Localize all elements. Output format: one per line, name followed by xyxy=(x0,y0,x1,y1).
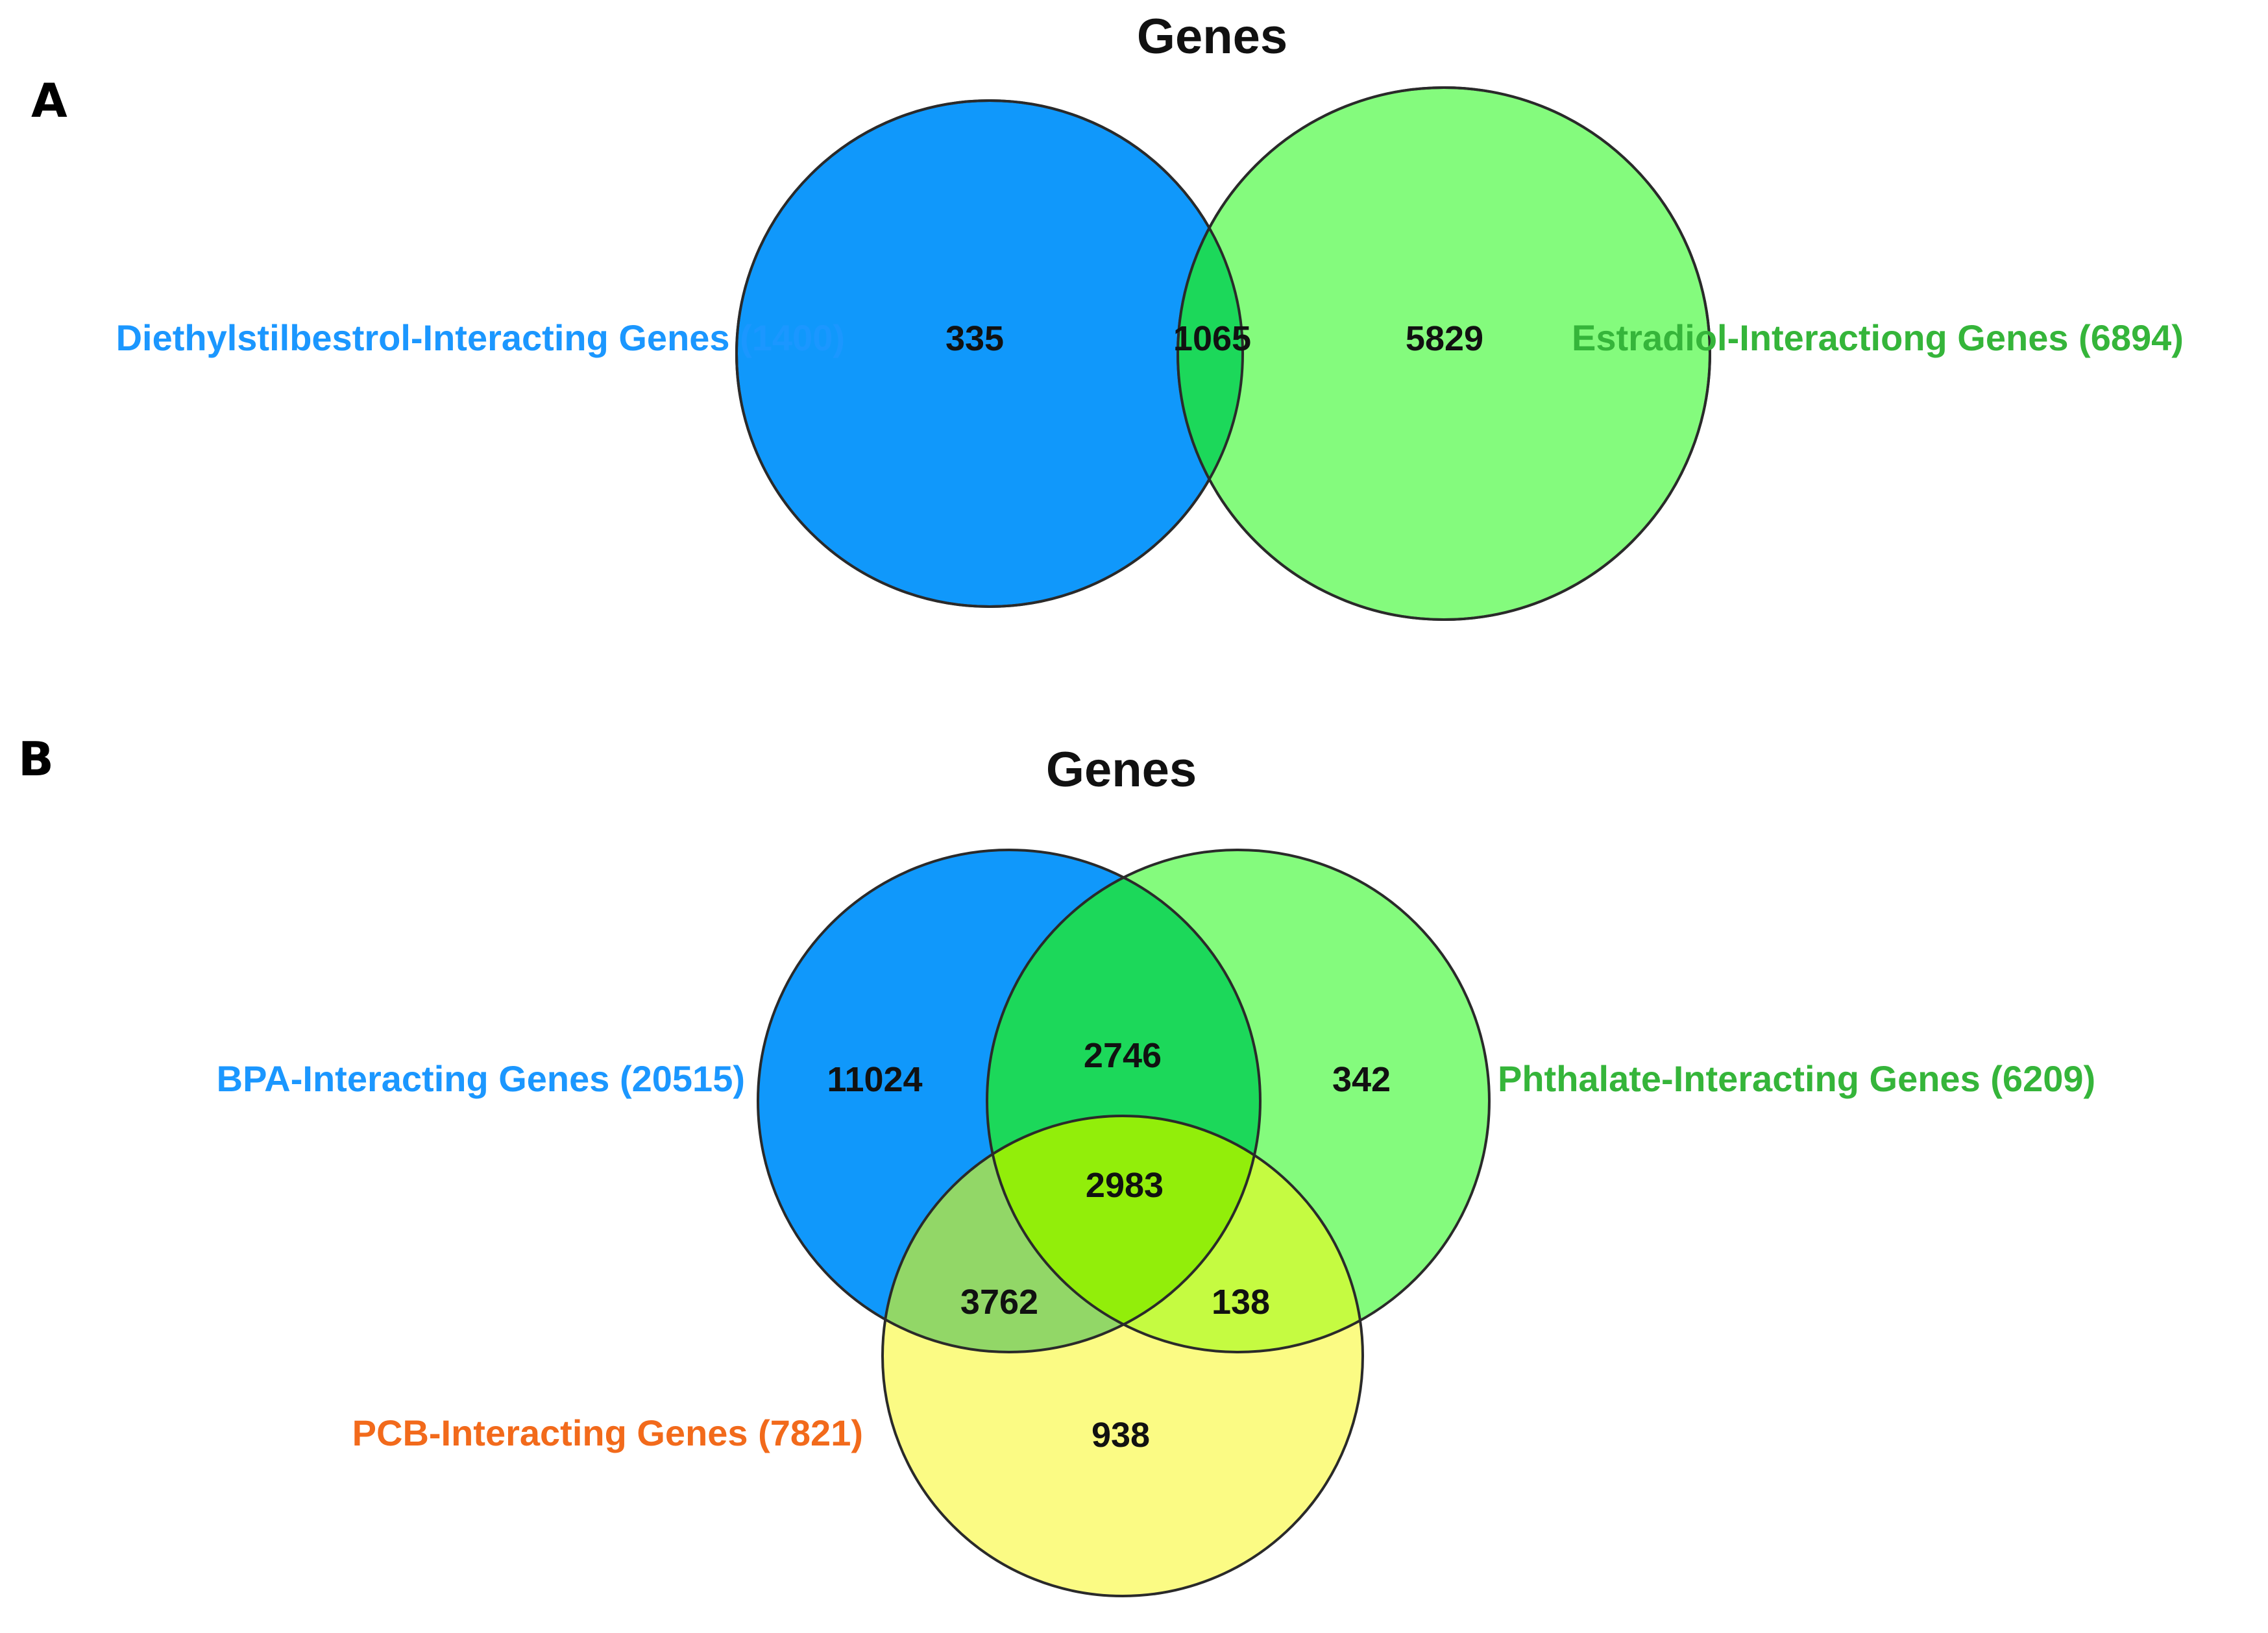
count-phthalate-only: 342 xyxy=(1332,1060,1391,1099)
count-bpa-phthalate: 2746 xyxy=(1084,1036,1162,1075)
count-pcb-only: 938 xyxy=(1091,1416,1150,1455)
venn-b-outline-phthalate xyxy=(986,849,1491,1353)
venn-a-overlap-region xyxy=(1177,228,1243,479)
count-des-only: 335 xyxy=(945,319,1004,358)
panel-a: A Genes 335 1065 5829 Diethylstilbestrol… xyxy=(31,9,2184,621)
panel-b: B Genes 11024 2746 342 2983 3762 138 938… xyxy=(18,732,2095,1597)
count-estradiol-only: 5829 xyxy=(1406,319,1483,358)
set-label-bpa: BPA-Interacting Genes (20515) xyxy=(217,1058,745,1099)
count-all-three: 2983 xyxy=(1086,1166,1164,1205)
venn-a-outline-left xyxy=(735,99,1244,608)
panel-b-letter: B xyxy=(18,732,54,786)
panel-a-title: Genes xyxy=(1137,9,1287,64)
set-label-diethylstilbestrol: Diethylstilbestrol-Interacting Genes (14… xyxy=(116,317,845,358)
venn-b-outline-pcb xyxy=(881,1115,1364,1597)
set-label-estradiol: Estradiol-Interactiong Genes (6894) xyxy=(1572,317,2184,358)
venn-b-outline-bpa xyxy=(757,849,1262,1353)
set-label-pcb: PCB-Interacting Genes (7821) xyxy=(352,1412,863,1453)
count-bpa-only: 11024 xyxy=(827,1060,922,1099)
count-bpa-pcb: 3762 xyxy=(960,1283,1038,1322)
count-des-estradiol: 1065 xyxy=(1173,319,1251,358)
panel-a-letter: A xyxy=(31,73,67,128)
count-phthalate-pcb: 138 xyxy=(1212,1283,1270,1322)
set-label-phthalate: Phthalate-Interacting Genes (6209) xyxy=(1498,1058,2095,1099)
panel-b-title: Genes xyxy=(1046,742,1197,797)
venn-a-outline-right xyxy=(1177,86,1711,621)
